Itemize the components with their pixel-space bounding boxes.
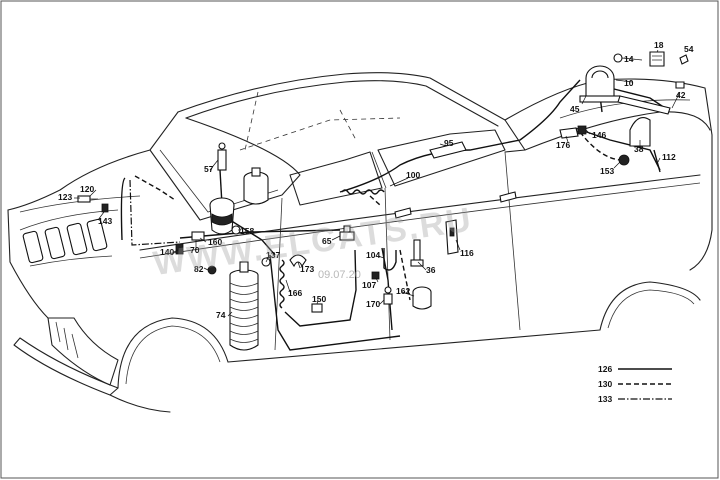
engine-bay xyxy=(19,209,119,267)
callout-143: 143 xyxy=(98,216,112,226)
clip-42 xyxy=(675,81,685,89)
element-36 xyxy=(410,239,424,267)
callout-65: 65 xyxy=(322,236,332,246)
connector-70 xyxy=(191,231,205,241)
connector-176 xyxy=(559,127,579,139)
callout-45: 45 xyxy=(570,104,580,114)
door-lock-element-116 xyxy=(445,219,459,255)
line-112 xyxy=(653,149,661,173)
callout-107: 107 xyxy=(362,280,376,290)
element-104 xyxy=(383,248,397,271)
callout-137: 137 xyxy=(266,250,280,260)
callout-54: 54 xyxy=(684,44,694,54)
watermark-date: 09.07.20 xyxy=(318,269,361,281)
callout-100: 100 xyxy=(406,170,420,180)
legend-number-130: 130 xyxy=(598,379,612,389)
callout-38: 38 xyxy=(634,144,644,154)
callout-153: 153 xyxy=(600,166,614,176)
line-legend: 126 130 133 xyxy=(598,364,672,404)
vacuum-element-158 xyxy=(243,167,269,205)
valve-170 xyxy=(383,286,393,305)
legend-number-133: 133 xyxy=(598,394,612,404)
callout-14: 14 xyxy=(624,54,634,64)
callout-160: 160 xyxy=(208,237,222,247)
clip-107 xyxy=(371,271,380,280)
clip-150 xyxy=(311,303,323,313)
clip-54 xyxy=(679,54,689,65)
vacuum-element-162 xyxy=(412,286,432,310)
bracket-18 xyxy=(649,51,665,67)
legend-number-126: 126 xyxy=(598,364,612,374)
callout-70: 70 xyxy=(190,245,200,255)
callout-176: 176 xyxy=(556,140,570,150)
callout-42: 42 xyxy=(676,90,686,100)
vacuum-reservoir-74 xyxy=(229,261,259,351)
vacuum-pump-10 xyxy=(579,65,621,103)
callout-146: 146 xyxy=(592,130,606,140)
nut-14 xyxy=(613,53,623,63)
callout-10: 10 xyxy=(624,78,634,88)
bracket-45 xyxy=(617,95,671,115)
valve-120 xyxy=(77,195,98,203)
part-95 xyxy=(429,141,467,159)
callout-162: 162 xyxy=(396,286,410,296)
callouts: 10 14 18 54 45 42 146 176 38 112 153 95 … xyxy=(58,40,694,320)
callout-116: 116 xyxy=(460,248,474,258)
callout-95: 95 xyxy=(444,138,454,148)
callout-104: 104 xyxy=(366,250,380,260)
callout-57: 57 xyxy=(204,164,214,174)
element-38 xyxy=(629,117,651,147)
callout-173: 173 xyxy=(300,264,314,274)
callout-82: 82 xyxy=(194,264,204,274)
components xyxy=(77,51,689,351)
callout-74: 74 xyxy=(216,310,226,320)
vacuum-element-57 xyxy=(217,142,227,171)
callout-166: 166 xyxy=(288,288,302,298)
vacuum-element-front xyxy=(209,197,235,235)
callout-140: 140 xyxy=(160,247,174,257)
callout-158: 158 xyxy=(240,226,254,236)
callout-18: 18 xyxy=(654,40,664,50)
clip-146 xyxy=(577,125,587,135)
clip-143 xyxy=(101,203,109,213)
callout-170: 170 xyxy=(366,299,380,309)
grommet-153 xyxy=(618,154,630,166)
callout-120: 120 xyxy=(80,184,94,194)
clamp-173 xyxy=(289,254,307,268)
callout-123: 123 xyxy=(58,192,72,202)
callout-150: 150 xyxy=(312,294,326,304)
clip-140 xyxy=(175,243,184,255)
callout-112: 112 xyxy=(662,152,676,162)
callout-36: 36 xyxy=(426,265,436,275)
